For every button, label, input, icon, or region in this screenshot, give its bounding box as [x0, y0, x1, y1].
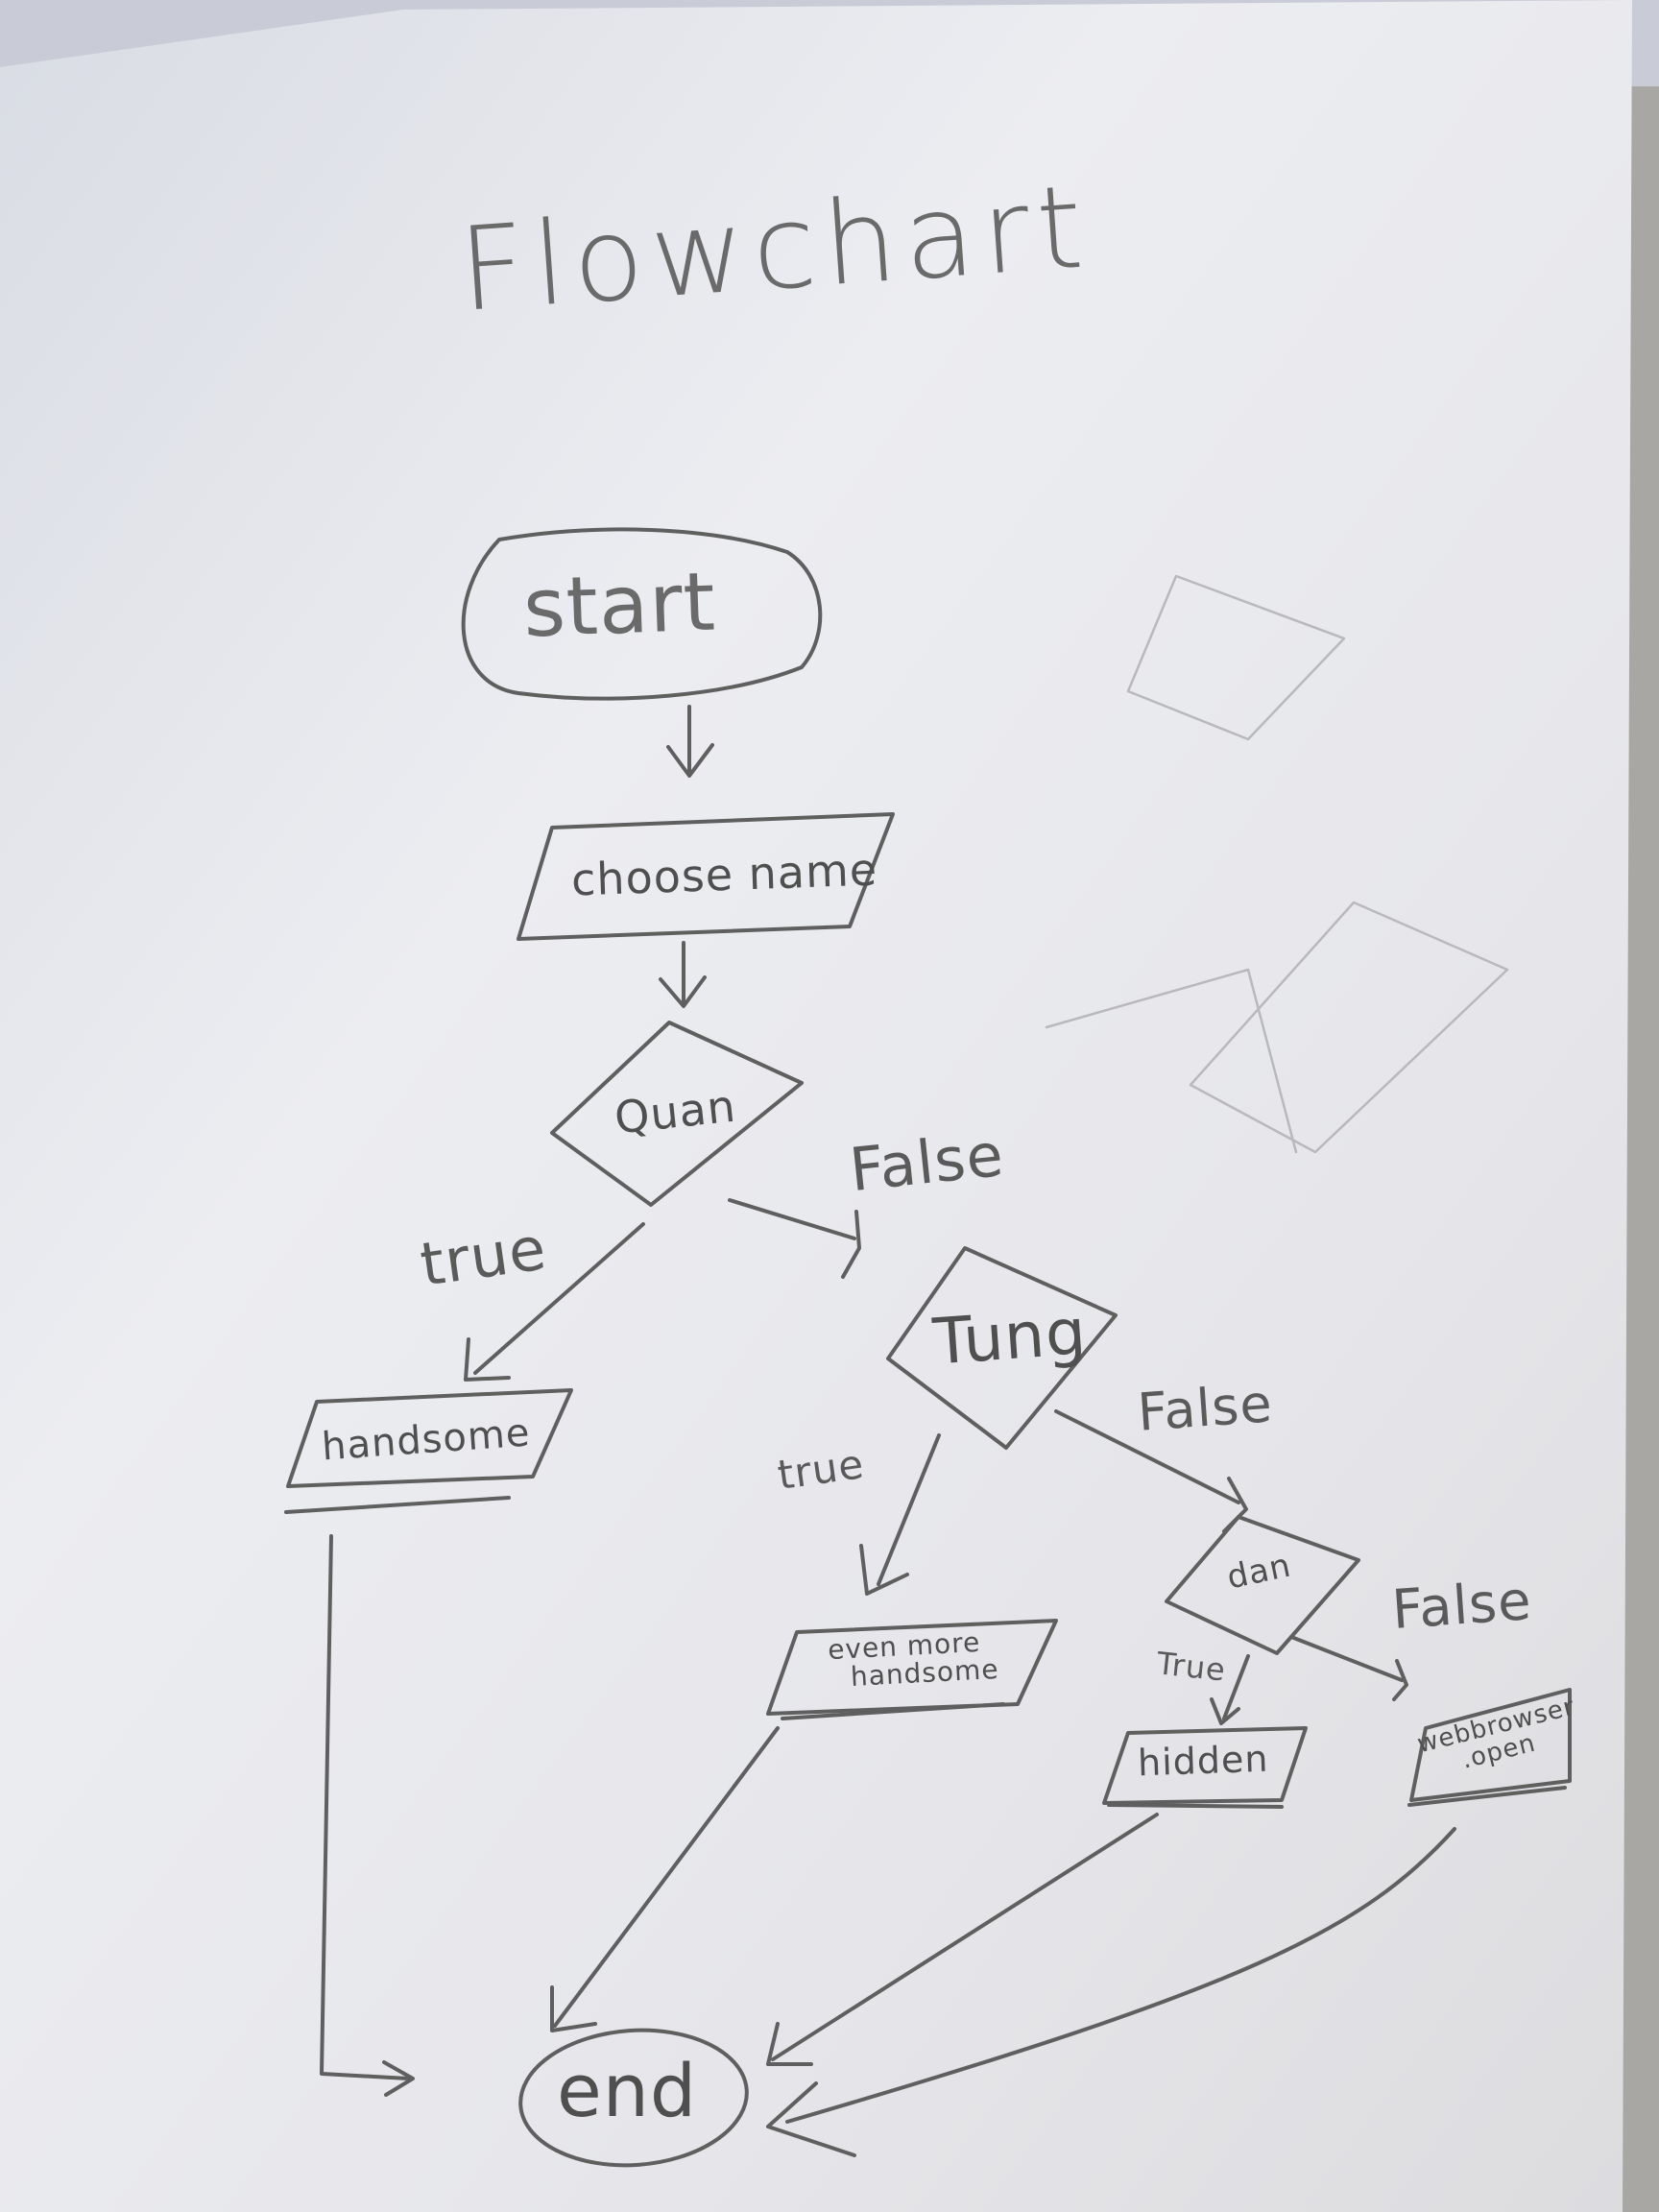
- handsome-underline: [284, 1496, 511, 1514]
- erased-diamond-sketch: [1189, 901, 1509, 1154]
- webbrowser-open-underline: [1407, 1786, 1567, 1807]
- start-node-label: start: [521, 554, 718, 656]
- tung-decision-shape: [886, 1246, 1118, 1450]
- choose-name-node-label: choose name: [570, 843, 878, 906]
- quan-false-edge-label: False: [846, 1118, 1007, 1206]
- end-node-label: end: [557, 2048, 698, 2133]
- erased-diamond-sketch-2: [1045, 968, 1298, 1154]
- end-terminator-shape: [518, 2028, 749, 2168]
- arrow-start-to-choose-name: [666, 705, 714, 778]
- quan-node-label: Quan: [612, 1079, 739, 1144]
- arrow-even-more-handsome-to-end: [550, 1726, 780, 2032]
- arrow-tung-true: [859, 1433, 941, 1596]
- arrow-handsome-to-end: [320, 1534, 415, 2097]
- quan-decision-shape: [550, 1021, 804, 1207]
- dan-false-edge-label: False: [1389, 1570, 1534, 1642]
- hidden-shape: [1102, 1726, 1308, 1805]
- arrow-quan-false: [728, 1198, 861, 1279]
- hidden-underline: [1107, 1803, 1284, 1809]
- arrow-quan-true: [464, 1222, 645, 1382]
- dan-decision-shape: [1165, 1515, 1360, 1655]
- even-more-handsome-shape: [766, 1619, 1058, 1716]
- start-terminator-shape: [461, 527, 823, 701]
- choose-name-shape: [517, 812, 895, 941]
- arrow-webbrowser-open-to-end: [766, 1827, 1456, 2157]
- erased-square-sketch: [1126, 574, 1346, 741]
- tung-false-edge-label: False: [1135, 1373, 1275, 1443]
- tung-node-label: Tung: [930, 1294, 1090, 1380]
- arrow-dan-true: [1210, 1654, 1250, 1725]
- handsome-shape: [286, 1388, 573, 1488]
- arrow-hidden-to-end: [766, 1813, 1159, 2066]
- hidden-node-label: hidden: [1137, 1737, 1270, 1785]
- webbrowser-open-shape: [1409, 1688, 1572, 1802]
- tung-true-edge-label: true: [774, 1439, 868, 1500]
- dan-true-edge-label: True: [1155, 1645, 1228, 1689]
- even-more-handsome-underline: [781, 1702, 1005, 1720]
- quan-true-edge-label: true: [416, 1213, 551, 1300]
- arrow-choose-name-to-quan: [659, 941, 707, 1008]
- even-more-handsome-node-label: even more handsome: [801, 1626, 1010, 1694]
- arrow-dan-false: [1289, 1635, 1408, 1701]
